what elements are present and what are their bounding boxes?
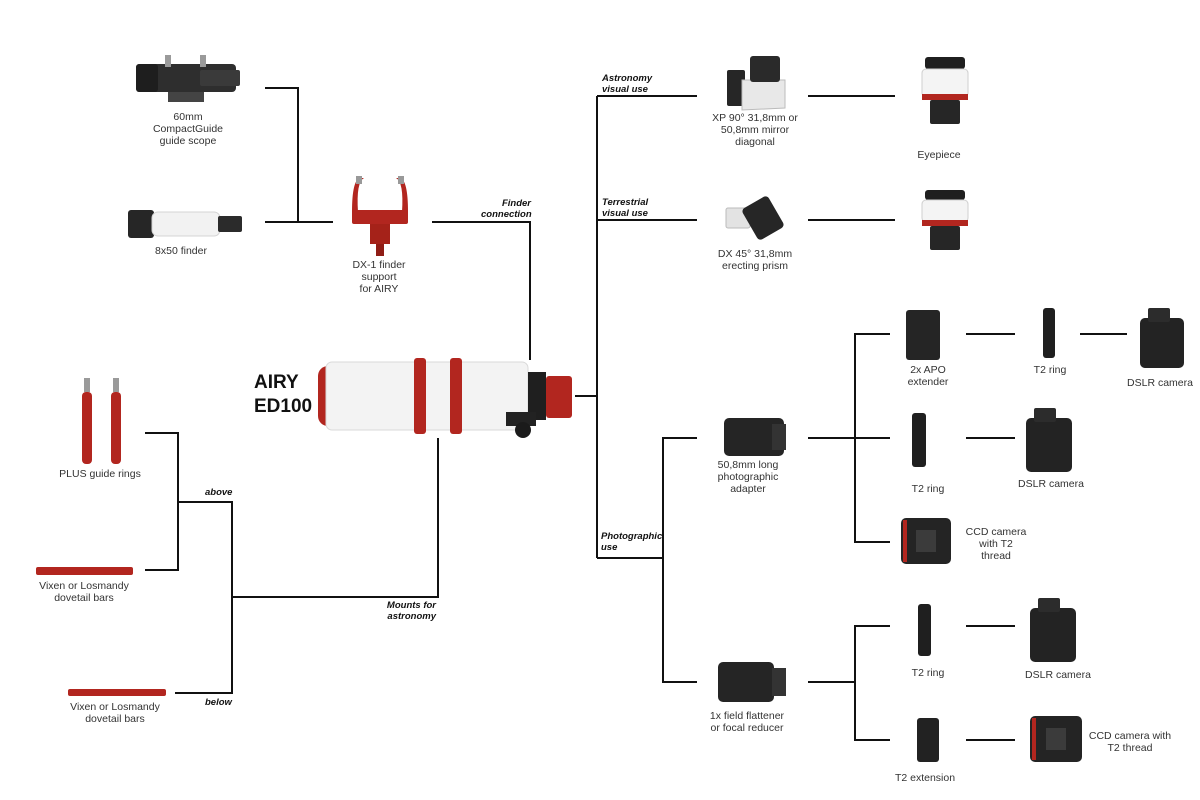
label-guide-scope: 60mm CompactGuide guide scope bbox=[152, 111, 224, 147]
label-8x50-finder: 8x50 finder bbox=[155, 245, 207, 257]
branch-label-terrestrial-visual: Terrestrial visual use bbox=[602, 197, 649, 219]
branch-label-above: above bbox=[205, 487, 233, 498]
mirror-diagonal-icon bbox=[727, 56, 786, 111]
field-flattener-icon bbox=[718, 662, 786, 702]
eyepiece-icon bbox=[921, 57, 969, 124]
branch-label-finder: Finder connection bbox=[481, 198, 532, 220]
label-dovetail-above: Vixen or Losmandy dovetail bars bbox=[39, 580, 129, 604]
label-t2-ring-b: T2 ring bbox=[911, 483, 945, 495]
t2-ring-c-icon bbox=[918, 604, 931, 656]
dslr-camera-a-icon bbox=[1140, 308, 1184, 368]
label-dslr-b: DSLR camera bbox=[1018, 478, 1084, 490]
finder-8x50-icon bbox=[128, 210, 242, 238]
branch-label-below: below bbox=[205, 697, 232, 708]
label-ccd-a: CCD camera with T2 thread bbox=[965, 526, 1027, 562]
label-t2-ring-a: T2 ring bbox=[1033, 364, 1067, 376]
label-ccd-b: CCD camera with T2 thread bbox=[1088, 730, 1172, 754]
telescope-icon bbox=[318, 358, 572, 438]
label-mirror-diagonal: XP 90° 31,8mm or 50,8mm mirror diagonal bbox=[712, 112, 798, 148]
connector-lines bbox=[145, 87, 1127, 741]
branch-label-astronomy-visual: Astronomy visual use bbox=[602, 73, 653, 95]
dslr-camera-b-icon bbox=[1026, 408, 1072, 472]
ccd-camera-b-icon bbox=[1030, 716, 1082, 762]
dovetail-bar-below-icon bbox=[68, 689, 166, 696]
branch-label-mounts: Mounts for astronomy bbox=[386, 600, 436, 622]
dslr-camera-c-icon bbox=[1030, 598, 1076, 662]
product-title-line2: ED100 bbox=[254, 396, 313, 417]
label-dovetail-below: Vixen or Losmandy dovetail bars bbox=[70, 701, 160, 725]
branch-label-photographic: Photographic use bbox=[601, 531, 663, 553]
product-title-line1: AIRY bbox=[254, 372, 299, 393]
label-eyepiece: Eyepiece bbox=[917, 149, 961, 161]
label-photo-adapter: 50,8mm long photographic adapter bbox=[717, 459, 779, 495]
label-dslr-a: DSLR camera bbox=[1127, 377, 1193, 389]
t2-ring-a-icon bbox=[1043, 308, 1055, 358]
erecting-prism-icon bbox=[725, 196, 784, 240]
ccd-camera-a-icon bbox=[901, 518, 951, 564]
label-field-flattener: 1x field flattener or focal reducer bbox=[709, 710, 785, 734]
label-dslr-c: DSLR camera bbox=[1025, 669, 1091, 681]
t2-extension-icon bbox=[917, 718, 939, 762]
guide-rings-icon bbox=[82, 378, 121, 464]
dovetail-bar-above-icon bbox=[36, 567, 133, 575]
photo-adapter-icon bbox=[724, 418, 786, 456]
label-t2-ring-c: T2 ring bbox=[911, 667, 945, 679]
product-title: AIRY ED100 bbox=[254, 371, 312, 419]
apo-extender-icon bbox=[906, 310, 940, 360]
label-dx1-finder-support: DX-1 finder support for AIRY bbox=[352, 259, 406, 295]
label-erecting-prism: DX 45° 31,8mm erecting prism bbox=[717, 248, 793, 272]
label-guide-rings: PLUS guide rings bbox=[59, 468, 141, 480]
eyepiece-terrestrial-icon bbox=[921, 190, 969, 250]
dx1-finder-support-icon bbox=[352, 176, 408, 256]
label-apo-extender: 2x APO extender bbox=[907, 364, 949, 388]
t2-ring-b-icon bbox=[912, 413, 926, 467]
label-t2-extension: T2 extension bbox=[894, 772, 956, 784]
guide-scope-icon bbox=[136, 55, 240, 102]
